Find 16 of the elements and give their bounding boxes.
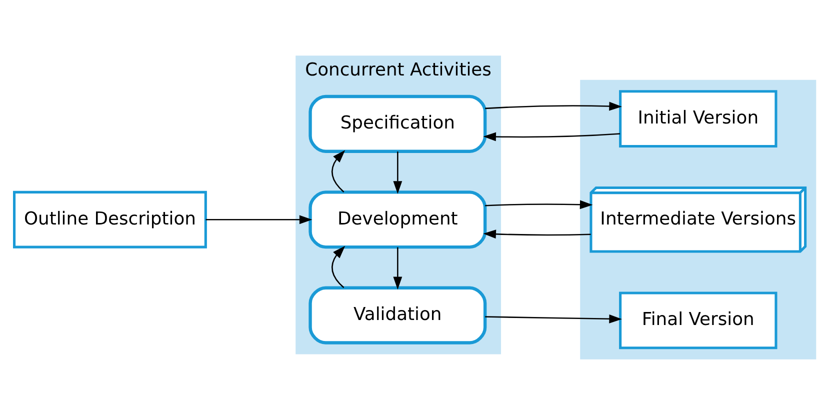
arrow bbox=[485, 200, 593, 209]
arrow bbox=[332, 245, 346, 288]
node-box: Initial Version bbox=[619, 90, 778, 148]
arrow bbox=[206, 214, 312, 224]
node-box: Final Version bbox=[619, 291, 778, 349]
arrow bbox=[483, 132, 620, 141]
arrow bbox=[483, 229, 591, 238]
arrow bbox=[485, 314, 622, 323]
arrow bbox=[485, 101, 622, 110]
arrow bbox=[393, 151, 402, 194]
node-box: Specification bbox=[308, 94, 487, 152]
node-box: Development bbox=[308, 190, 487, 248]
node-box: Outline Description bbox=[13, 190, 207, 248]
arrow bbox=[393, 246, 402, 290]
arrow bbox=[332, 150, 346, 192]
node-box: Validation bbox=[308, 286, 487, 344]
